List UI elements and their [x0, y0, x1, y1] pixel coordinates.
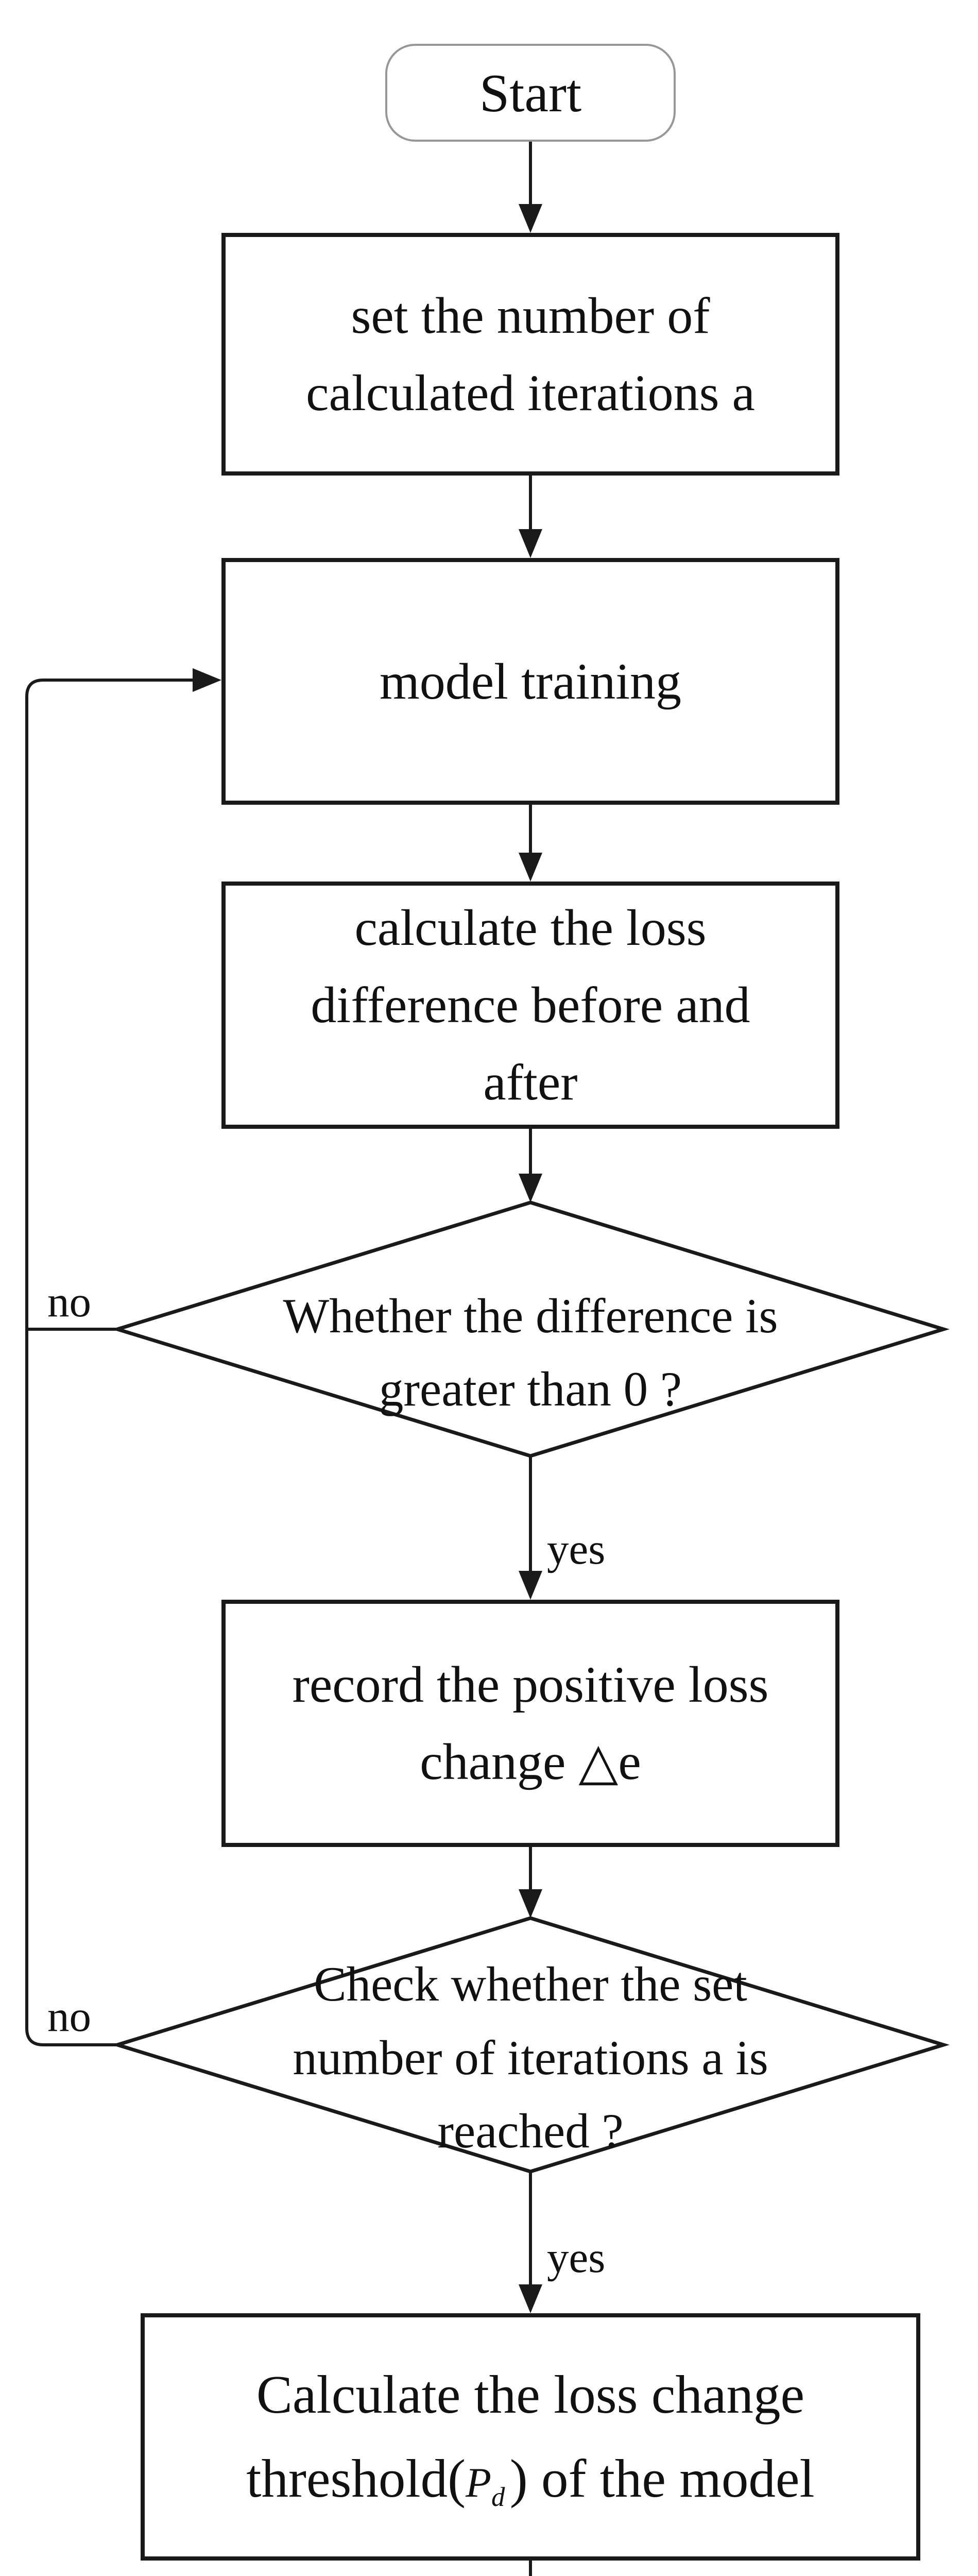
edge-label-iteration-no: no	[47, 1992, 91, 2041]
node-calc-loss-difference: calculate the loss difference before and…	[221, 882, 839, 1129]
edge-calc-to-difference-arrowhead-icon	[519, 1174, 542, 1202]
node-start: Start	[385, 44, 676, 142]
edge-start-to-set-arrowhead-icon	[519, 204, 542, 233]
edge-no-loop-line	[25, 679, 193, 2046]
edge-label-difference-yes: yes	[547, 1525, 606, 1573]
node-iteration-check: Check whether the set number of iteratio…	[117, 1918, 943, 2172]
node-difference-check: Whether the difference is greater than 0…	[117, 1202, 943, 1456]
node-calc-threshold-label: Calculate the loss change threshold(Pd) …	[246, 2353, 814, 2521]
threshold-variable: P	[466, 2459, 492, 2506]
node-calc-threshold: Calculate the loss change threshold(Pd) …	[141, 2313, 920, 2561]
edge-label-difference-no: no	[47, 1278, 91, 1326]
edge-check-yes-arrowhead-icon	[519, 2284, 542, 2313]
node-calc-threshold-line2: threshold(Pd) of the model	[246, 2437, 814, 2521]
node-set-iterations-label: set the number of calculated iterations …	[306, 286, 755, 421]
node-difference-check-label: Whether the difference is greater than 0…	[283, 1288, 778, 1417]
edge-no-loop-arrowhead-icon	[193, 668, 221, 692]
node-set-iterations: set the number of calculated iterations …	[221, 233, 839, 476]
edge-set-to-training-arrowhead-icon	[519, 529, 542, 558]
node-record-loss-change-label: record the positive loss change △e	[292, 1656, 769, 1790]
threshold-suffix: ) of the model	[509, 2448, 815, 2509]
decision-iteration-diamond-shape	[111, 1916, 950, 2174]
node-model-training: model training	[221, 558, 839, 805]
node-iteration-check-label: Check whether the set number of iteratio…	[293, 1957, 768, 2159]
threshold-prefix: threshold(	[246, 2448, 466, 2509]
edge-difference-yes-arrowhead-icon	[519, 1571, 542, 1600]
node-calc-threshold-line1: Calculate the loss change	[256, 2364, 805, 2425]
node-start-label: Start	[479, 62, 582, 123]
threshold-subscript: d	[491, 2482, 505, 2513]
edge-label-iteration-yes: yes	[547, 2233, 606, 2282]
node-model-training-label: model training	[380, 652, 681, 710]
edge-record-to-check-arrowhead-icon	[519, 1889, 542, 1918]
node-record-loss-change: record the positive loss change △e	[221, 1600, 839, 1847]
edge-training-to-calc-arrowhead-icon	[519, 853, 542, 882]
decision-difference-diamond-shape	[111, 1200, 950, 1458]
node-calc-loss-difference-label: calculate the loss difference before and…	[311, 899, 750, 1111]
